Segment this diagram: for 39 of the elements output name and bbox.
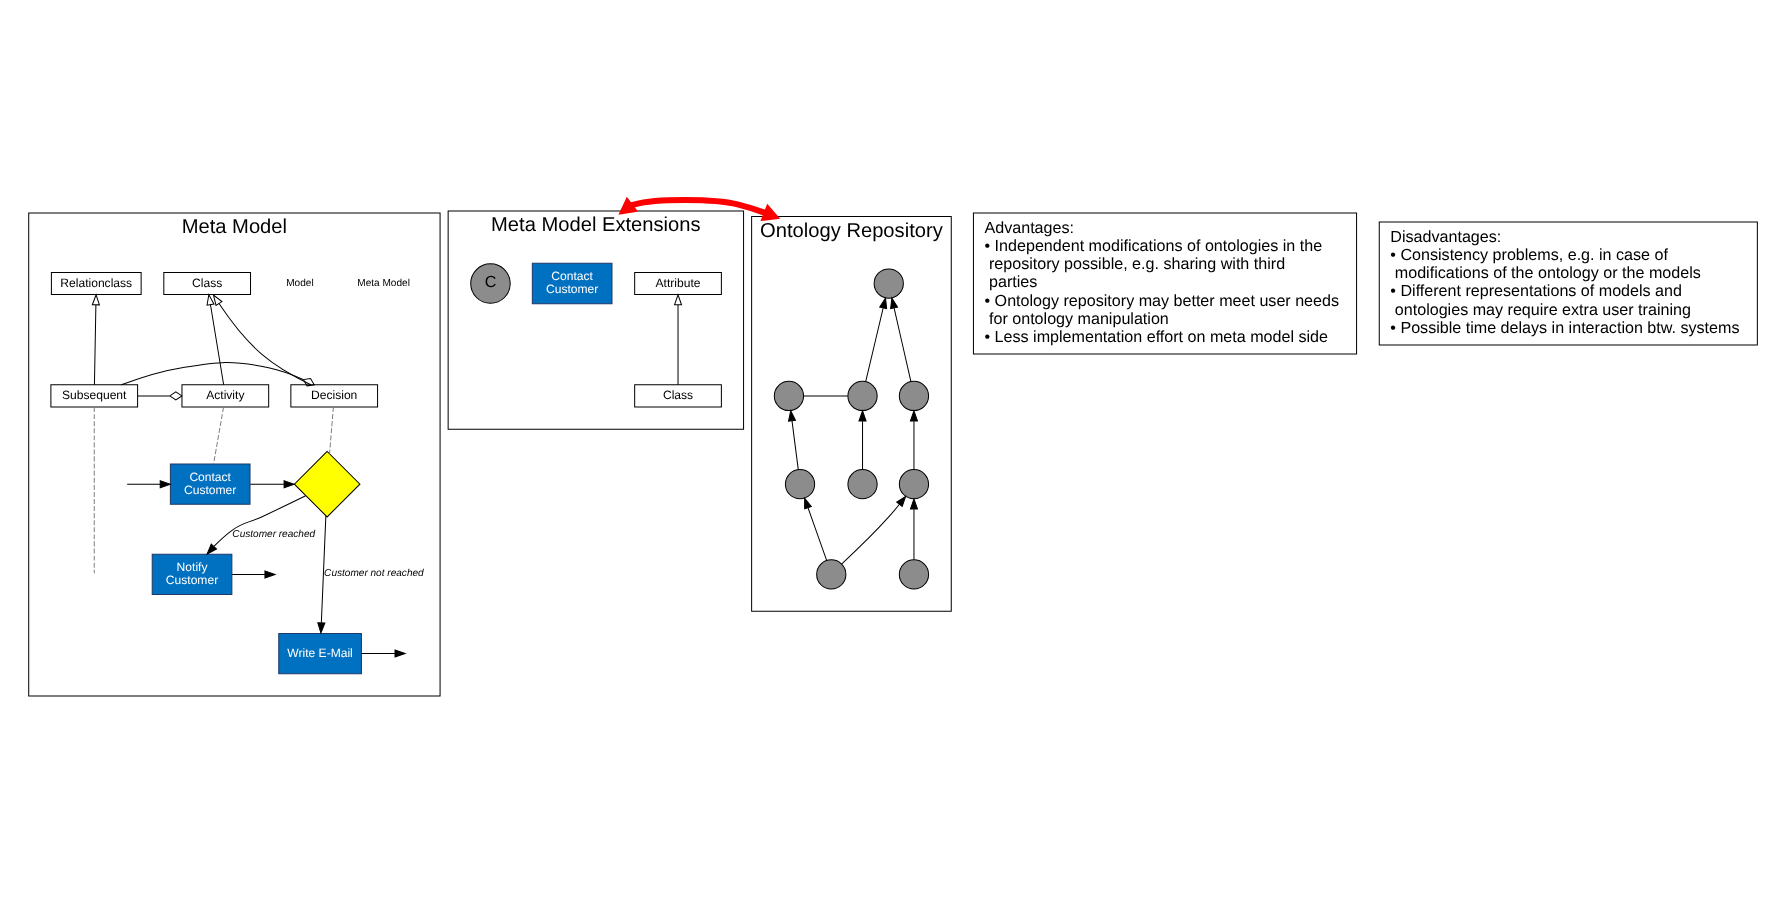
arrow bbox=[890, 295, 912, 382]
connector bbox=[137, 390, 183, 400]
node-circle bbox=[816, 558, 847, 589]
arrow bbox=[841, 494, 907, 564]
arrow bbox=[317, 514, 327, 634]
node-diamond bbox=[293, 449, 361, 517]
node-circle bbox=[873, 267, 904, 298]
arrow bbox=[231, 569, 277, 578]
node-circle bbox=[898, 558, 930, 589]
connector bbox=[93, 405, 95, 573]
arrow bbox=[212, 292, 312, 385]
node-circle bbox=[847, 468, 878, 499]
arrow bbox=[361, 648, 407, 657]
arrow bbox=[865, 295, 888, 382]
arrow bbox=[249, 478, 296, 488]
arrow bbox=[618, 195, 781, 221]
arrow bbox=[91, 292, 101, 385]
node-circle bbox=[898, 379, 930, 411]
arrow bbox=[858, 408, 867, 469]
node-circle bbox=[784, 468, 816, 499]
arrow bbox=[909, 496, 919, 560]
arrow bbox=[126, 478, 172, 488]
node-box: Advantages: • Independent modifications of ontologies in the repository possible, e.g. sharing with third parties • Ontology repository may better meet user needs for ontology manipulation • Less implementation effort on meta model side bbox=[972, 211, 1358, 354]
connector bbox=[803, 394, 849, 396]
node-circle bbox=[773, 379, 805, 411]
arrow bbox=[804, 495, 828, 560]
node-circle: C bbox=[470, 262, 511, 303]
cluster: Ontology Repository bbox=[751, 214, 952, 611]
arrow bbox=[909, 408, 919, 469]
arrow bbox=[206, 292, 225, 385]
arrow bbox=[206, 494, 307, 555]
node-box: Disadvantages: • Consistency problems, e.g. in case of modifications of the ontology or the models • Different representations of models and ontologies may require extra user training • Possible time delays in interaction btw. systems bbox=[1378, 220, 1758, 345]
arrow bbox=[787, 408, 799, 470]
arrow bbox=[673, 292, 683, 385]
connector bbox=[120, 361, 316, 386]
node-circle bbox=[898, 468, 930, 499]
node-circle bbox=[847, 379, 878, 411]
connector bbox=[213, 405, 225, 464]
connector bbox=[329, 405, 334, 454]
